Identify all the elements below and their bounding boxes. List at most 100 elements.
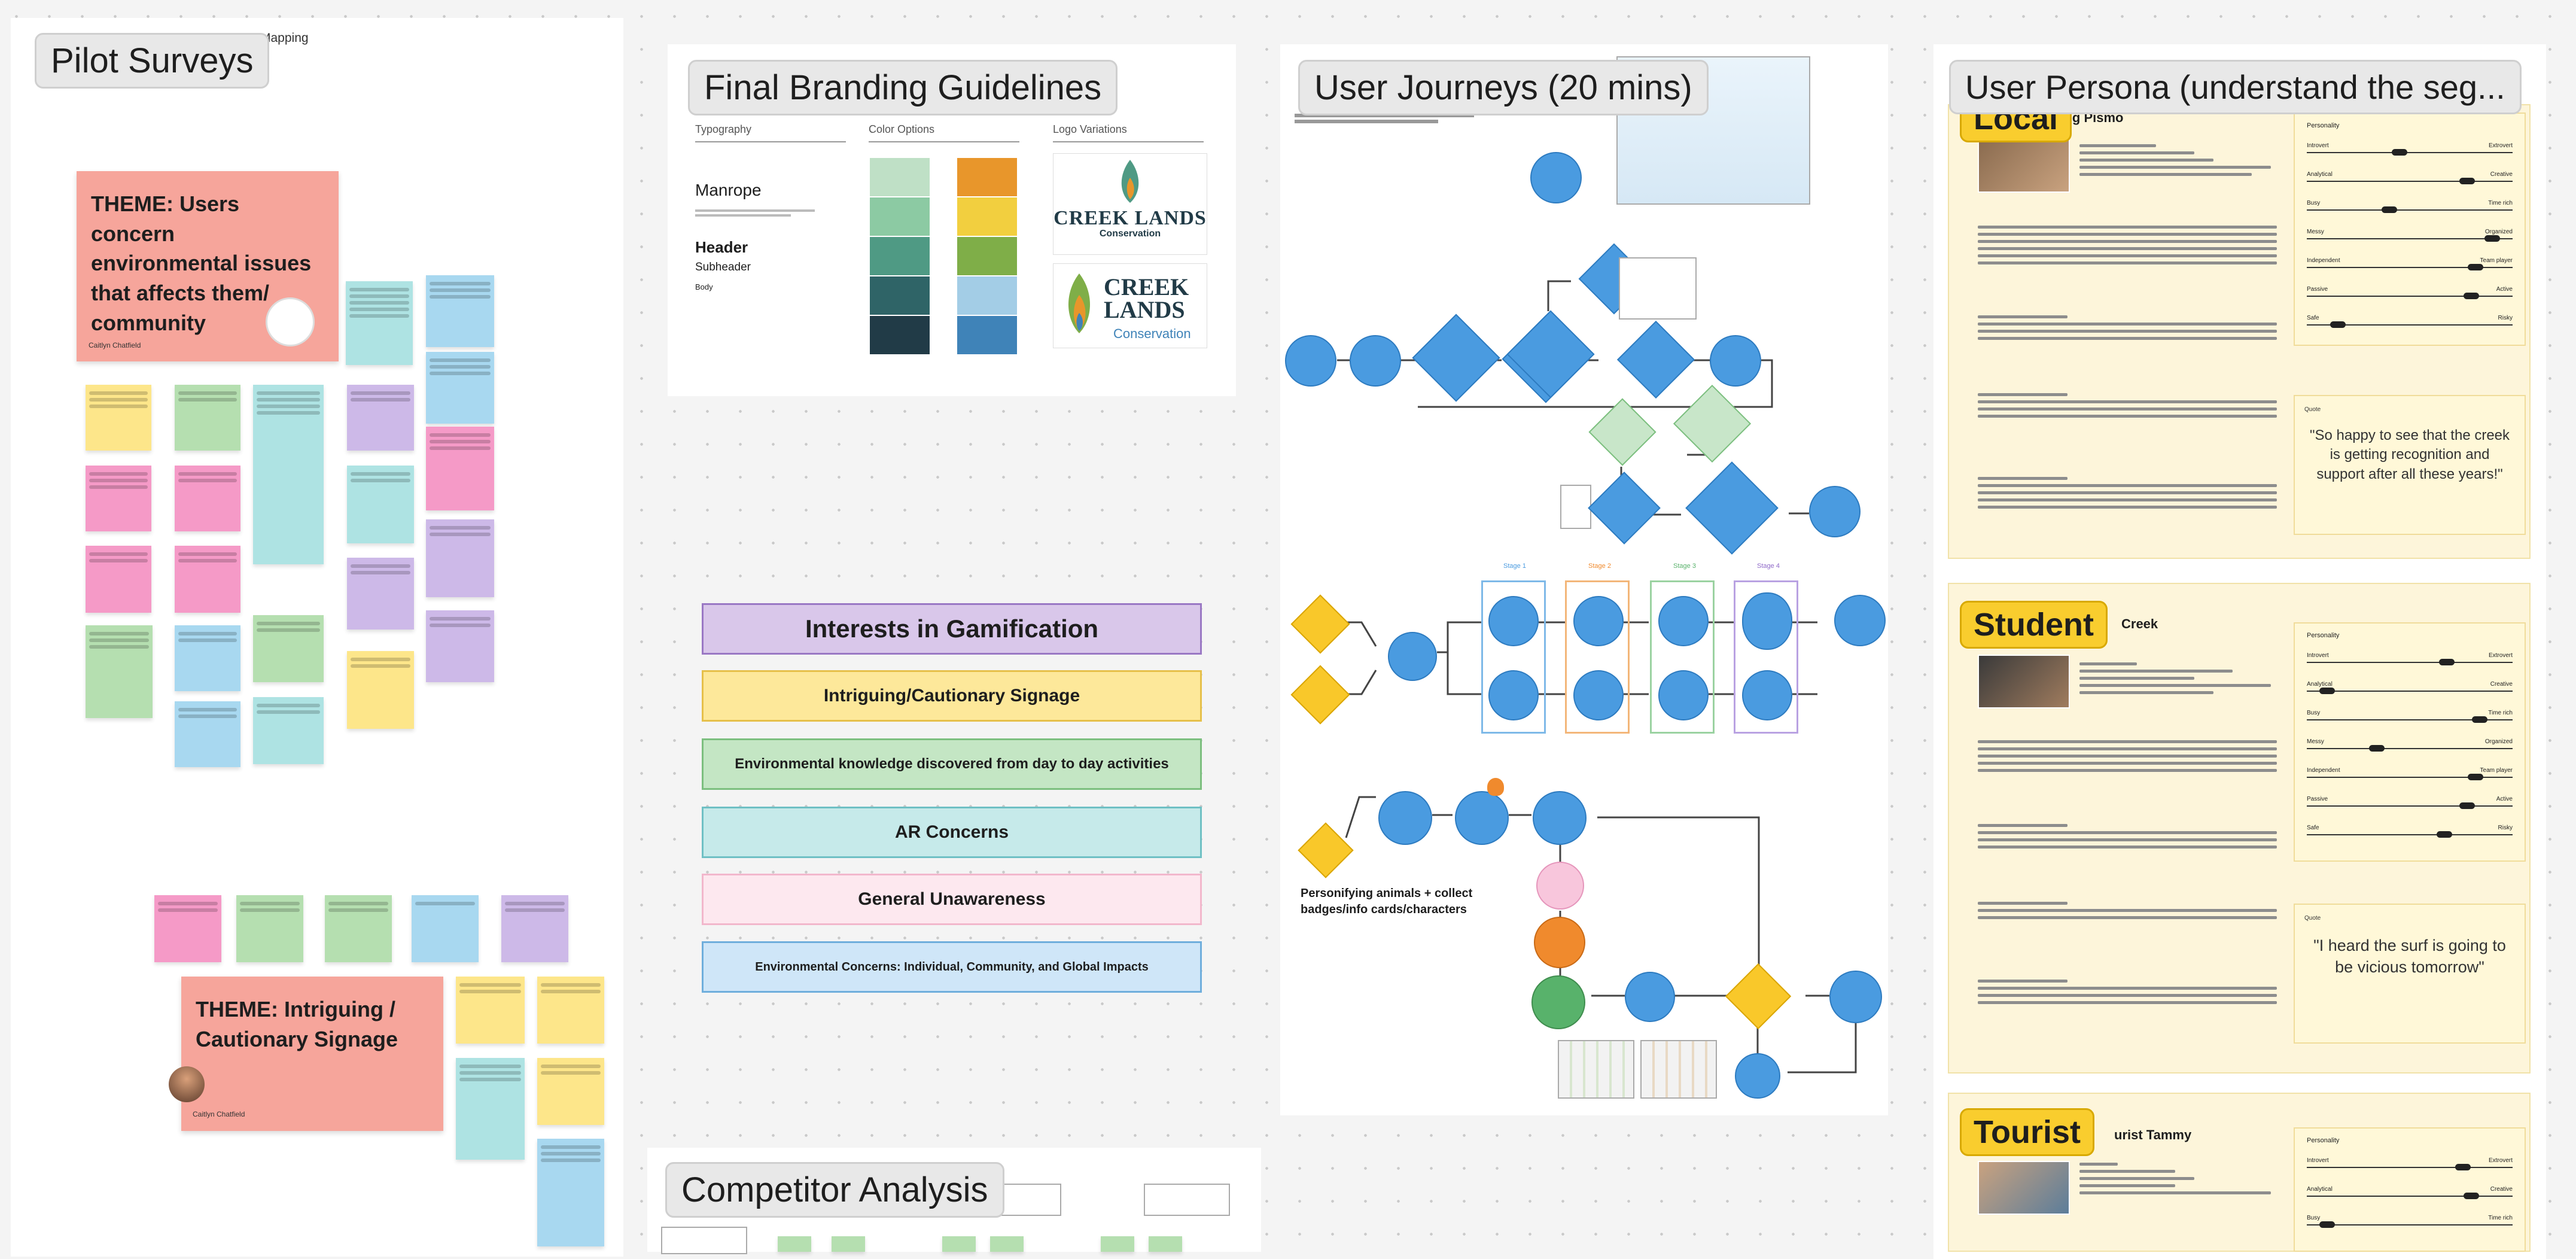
journey-step-node[interactable] <box>1533 791 1587 845</box>
sticky-note[interactable] <box>347 466 414 543</box>
sticky-note[interactable] <box>456 977 525 1044</box>
sticky-note[interactable] <box>175 625 240 691</box>
journey-step-node[interactable] <box>1378 791 1432 845</box>
section-label-pilot-surveys[interactable]: Pilot Surveys <box>35 33 270 89</box>
sticky-note[interactable] <box>154 895 221 962</box>
sticky-note[interactable] <box>832 1236 865 1252</box>
journey-end-node[interactable] <box>1829 971 1882 1023</box>
sticky-note[interactable] <box>86 546 151 613</box>
journey-step-node[interactable] <box>1710 335 1761 387</box>
sticky-note[interactable] <box>426 427 494 510</box>
sticky-note[interactable] <box>990 1236 1024 1252</box>
journey-step-node[interactable] <box>1625 972 1675 1022</box>
sticky-note[interactable] <box>426 519 494 597</box>
gamification-title[interactable]: Interests in Gamification <box>702 603 1202 655</box>
sticky-note[interactable] <box>1101 1236 1134 1252</box>
theme-card-signage[interactable]: THEME: Intriguing / Cautionary Signage <box>181 977 443 1131</box>
sticky-note[interactable] <box>175 701 240 767</box>
sticky-note[interactable] <box>175 546 240 613</box>
sticky-note[interactable] <box>1149 1236 1182 1252</box>
stage-node[interactable] <box>1573 670 1624 720</box>
sticky-note[interactable] <box>426 275 494 347</box>
trait-handle[interactable] <box>2468 774 2484 780</box>
trait-handle[interactable] <box>2319 1221 2336 1228</box>
stage-node[interactable] <box>1742 670 1792 720</box>
trait-handle[interactable] <box>2471 716 2487 723</box>
color-swatch[interactable] <box>957 316 1017 354</box>
journey-step-node[interactable] <box>1735 1053 1780 1099</box>
sticky-note[interactable] <box>537 1058 604 1125</box>
journey-sticker-image[interactable] <box>1560 485 1591 529</box>
sticky-note[interactable] <box>501 895 568 962</box>
section-label-competitor[interactable]: Competitor Analysis <box>665 1162 1004 1218</box>
sticky-note[interactable] <box>456 1058 525 1160</box>
gamification-item[interactable]: AR Concerns <box>702 807 1202 858</box>
sticky-note[interactable] <box>347 558 414 630</box>
gamification-item[interactable]: Environmental knowledge discovered from … <box>702 738 1202 790</box>
sticky-note[interactable] <box>253 697 324 764</box>
stage-box[interactable] <box>1650 580 1715 734</box>
color-swatch[interactable] <box>957 158 1017 196</box>
persona-tag[interactable]: Tourist <box>1960 1108 2094 1156</box>
sticky-note[interactable] <box>942 1236 976 1252</box>
trait-handle[interactable] <box>2484 235 2500 242</box>
logo-variation-2[interactable]: CREEK LANDS Conservation <box>1053 263 1207 348</box>
theme-card-environmental[interactable]: THEME: Users concern environmental issue… <box>77 171 339 361</box>
journey-end-node[interactable] <box>1809 486 1861 537</box>
trait-handle[interactable] <box>2468 264 2484 270</box>
stage-node[interactable] <box>1658 596 1709 646</box>
journey-start-node[interactable] <box>1530 152 1582 203</box>
sticky-note[interactable] <box>347 651 414 729</box>
trait-handle[interactable] <box>2391 149 2407 156</box>
character-node[interactable] <box>1531 975 1585 1029</box>
trait-handle[interactable] <box>2455 1164 2471 1170</box>
competitor-card[interactable] <box>1144 1184 1230 1216</box>
color-swatch[interactable] <box>957 197 1017 236</box>
journey-step-node[interactable] <box>1350 335 1401 387</box>
sticky-note[interactable] <box>347 385 414 451</box>
gamification-item[interactable]: General Unawareness <box>702 874 1202 925</box>
color-swatch[interactable] <box>870 197 930 236</box>
sticky-note[interactable] <box>346 281 413 365</box>
color-swatch[interactable] <box>870 316 930 354</box>
stage-box[interactable] <box>1734 580 1798 734</box>
sticky-note[interactable] <box>778 1236 811 1252</box>
trait-handle[interactable] <box>2464 293 2480 299</box>
trait-handle[interactable] <box>2438 659 2455 665</box>
color-swatch[interactable] <box>870 276 930 315</box>
character-node[interactable] <box>1536 862 1584 910</box>
logo-variation-1[interactable]: CREEK LANDS Conservation <box>1053 153 1207 255</box>
color-swatch[interactable] <box>957 276 1017 315</box>
competitor-card[interactable] <box>661 1227 747 1254</box>
journey-end-node[interactable] <box>1834 595 1886 646</box>
stage-node[interactable] <box>1742 592 1792 650</box>
stage-node[interactable] <box>1488 596 1539 646</box>
stage-node[interactable] <box>1658 670 1709 720</box>
stage-box[interactable] <box>1565 580 1630 734</box>
stage-box[interactable] <box>1481 580 1546 734</box>
color-swatch[interactable] <box>870 237 930 275</box>
sticky-note[interactable] <box>175 466 240 531</box>
persona-tag[interactable]: Student <box>1960 601 2108 649</box>
sticky-note[interactable] <box>253 615 324 682</box>
gamification-item[interactable]: Intriguing/Cautionary Signage <box>702 670 1202 722</box>
badge-cards-image[interactable] <box>1558 1040 1634 1099</box>
sticky-note[interactable] <box>236 895 303 962</box>
journey-sticker-image[interactable] <box>1619 257 1697 320</box>
journey-step-node[interactable] <box>1285 335 1336 387</box>
gamification-item[interactable]: Environmental Concerns: Individual, Comm… <box>702 941 1202 993</box>
journey-step-node[interactable] <box>1388 632 1437 681</box>
trait-handle[interactable] <box>2459 802 2475 809</box>
trait-handle[interactable] <box>2381 206 2397 213</box>
